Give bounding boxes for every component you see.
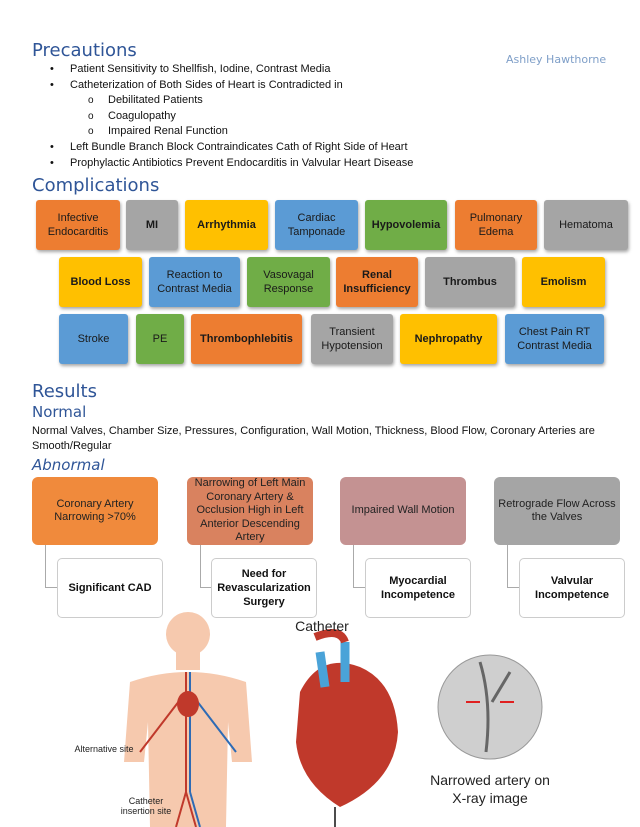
list-item: Impaired Renal Function bbox=[46, 124, 413, 140]
abnormal-result: Significant CAD bbox=[57, 558, 163, 618]
complication-box: Infective Endocarditis bbox=[36, 200, 120, 250]
list-item: Coagulopathy bbox=[46, 109, 413, 125]
list-item: Left Bundle Branch Block Contraindicates… bbox=[46, 140, 413, 156]
normal-text: Normal Valves, Chamber Size, Pressures, … bbox=[32, 425, 595, 452]
list-item: Patient Sensitivity to Shellfish, Iodine… bbox=[46, 62, 413, 78]
complication-box: Stroke bbox=[59, 314, 128, 364]
complication-box: Arrhythmia bbox=[185, 200, 268, 250]
list-item: Catheterization of Both Sides of Heart i… bbox=[46, 78, 413, 94]
abnormal-heading: Abnormal bbox=[32, 456, 105, 474]
complication-box: Cardiac Tamponade bbox=[275, 200, 358, 250]
insertion-site-label: Catheter insertion site bbox=[120, 796, 172, 816]
complication-box: Chest Pain RT Contrast Media bbox=[505, 314, 604, 364]
complication-box: Hypovolemia bbox=[365, 200, 447, 250]
abnormal-finding: Impaired Wall Motion bbox=[340, 477, 466, 545]
precautions-heading: Precautions bbox=[32, 40, 137, 61]
precautions-list: Patient Sensitivity to Shellfish, Iodine… bbox=[46, 62, 413, 171]
xray-artery-image bbox=[437, 654, 543, 760]
complication-box: Pulmonary Edema bbox=[455, 200, 537, 250]
list-item: Debilitated Patients bbox=[46, 93, 413, 109]
abnormal-result: Myocardial Incompetence bbox=[365, 558, 471, 618]
complication-box: Vasovagal Response bbox=[247, 257, 330, 307]
connector-line bbox=[353, 545, 366, 588]
abnormal-finding: Retrograde Flow Across the Valves bbox=[494, 477, 620, 545]
complication-box: Nephropathy bbox=[400, 314, 497, 364]
abnormal-finding: Narrowing of Left Main Coronary Artery &… bbox=[187, 477, 313, 545]
complications-heading: Complications bbox=[32, 175, 160, 196]
complication-box: Blood Loss bbox=[59, 257, 142, 307]
catheterization-illustration bbox=[124, 612, 543, 827]
abnormal-result: Need for Revascularization Surgery bbox=[211, 558, 317, 618]
connector-line bbox=[45, 545, 58, 588]
abnormal-result: Valvular Incompetence bbox=[519, 558, 625, 618]
list-item: Prophylactic Antibiotics Prevent Endocar… bbox=[46, 156, 413, 172]
body-figure-image bbox=[124, 612, 252, 827]
abnormal-finding: Coronary Artery Narrowing >70% bbox=[32, 477, 158, 545]
author-name: Ashley Hawthorne bbox=[506, 53, 607, 66]
heart-image bbox=[296, 629, 398, 827]
alternative-site-label: Alternative site bbox=[74, 744, 134, 754]
complication-box: Emolism bbox=[522, 257, 605, 307]
complication-box: Thrombophlebitis bbox=[191, 314, 302, 364]
xray-caption: Narrowed artery on X-ray image bbox=[430, 772, 550, 806]
complication-box: Transient Hypotension bbox=[311, 314, 393, 364]
complication-box: Thrombus bbox=[425, 257, 515, 307]
connector-line bbox=[507, 545, 520, 588]
results-heading: Results bbox=[32, 381, 97, 402]
complication-box: Hematoma bbox=[544, 200, 628, 250]
complication-box: MI bbox=[126, 200, 178, 250]
complication-box: PE bbox=[136, 314, 184, 364]
normal-heading: Normal bbox=[32, 403, 87, 421]
connector-line bbox=[200, 545, 213, 588]
complication-box: Renal Insufficiency bbox=[336, 257, 418, 307]
catheter-label: Catheter bbox=[295, 618, 349, 634]
complication-box: Reaction to Contrast Media bbox=[149, 257, 240, 307]
